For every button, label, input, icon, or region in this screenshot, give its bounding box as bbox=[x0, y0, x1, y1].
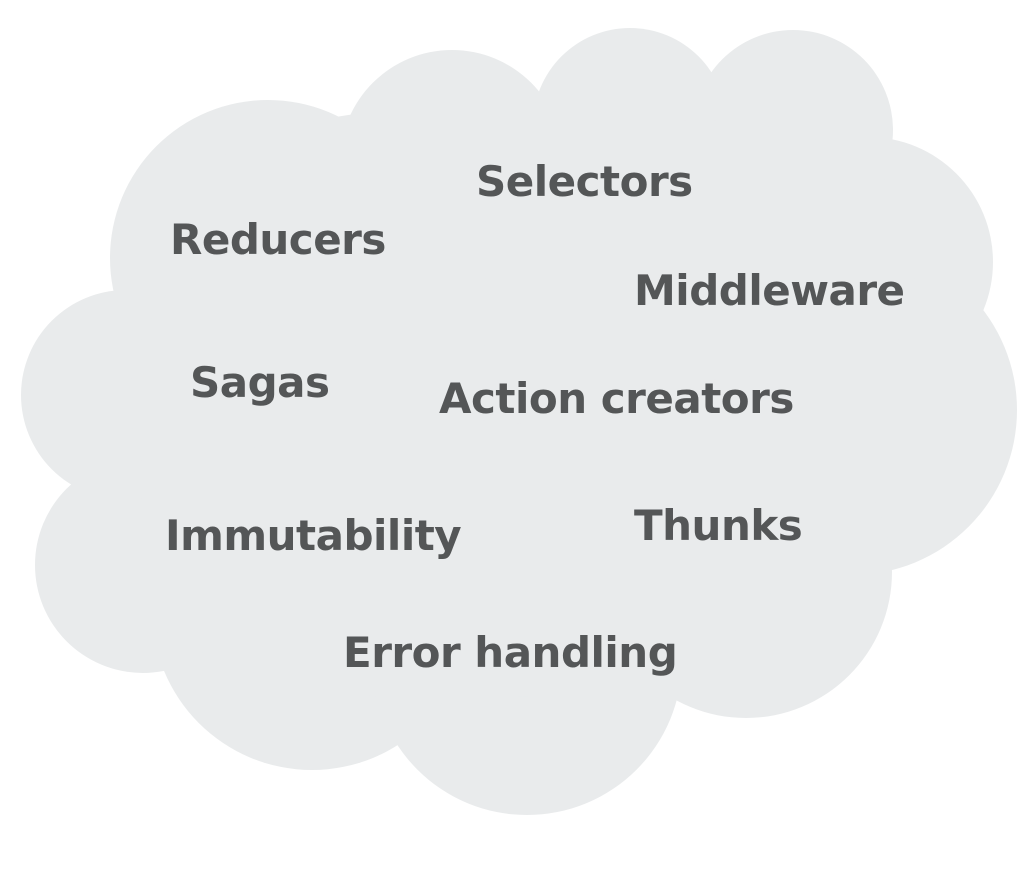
term-immutability: Immutability bbox=[165, 511, 462, 560]
term-action-creators: Action creators bbox=[439, 374, 794, 423]
term-middleware: Middleware bbox=[634, 266, 905, 315]
term-selectors: Selectors bbox=[476, 157, 693, 206]
cloud-lobes bbox=[21, 28, 1017, 815]
term-sagas: Sagas bbox=[190, 358, 330, 407]
term-thunks: Thunks bbox=[634, 501, 803, 550]
term-error-handling: Error handling bbox=[343, 628, 678, 677]
term-reducers: Reducers bbox=[170, 215, 386, 264]
